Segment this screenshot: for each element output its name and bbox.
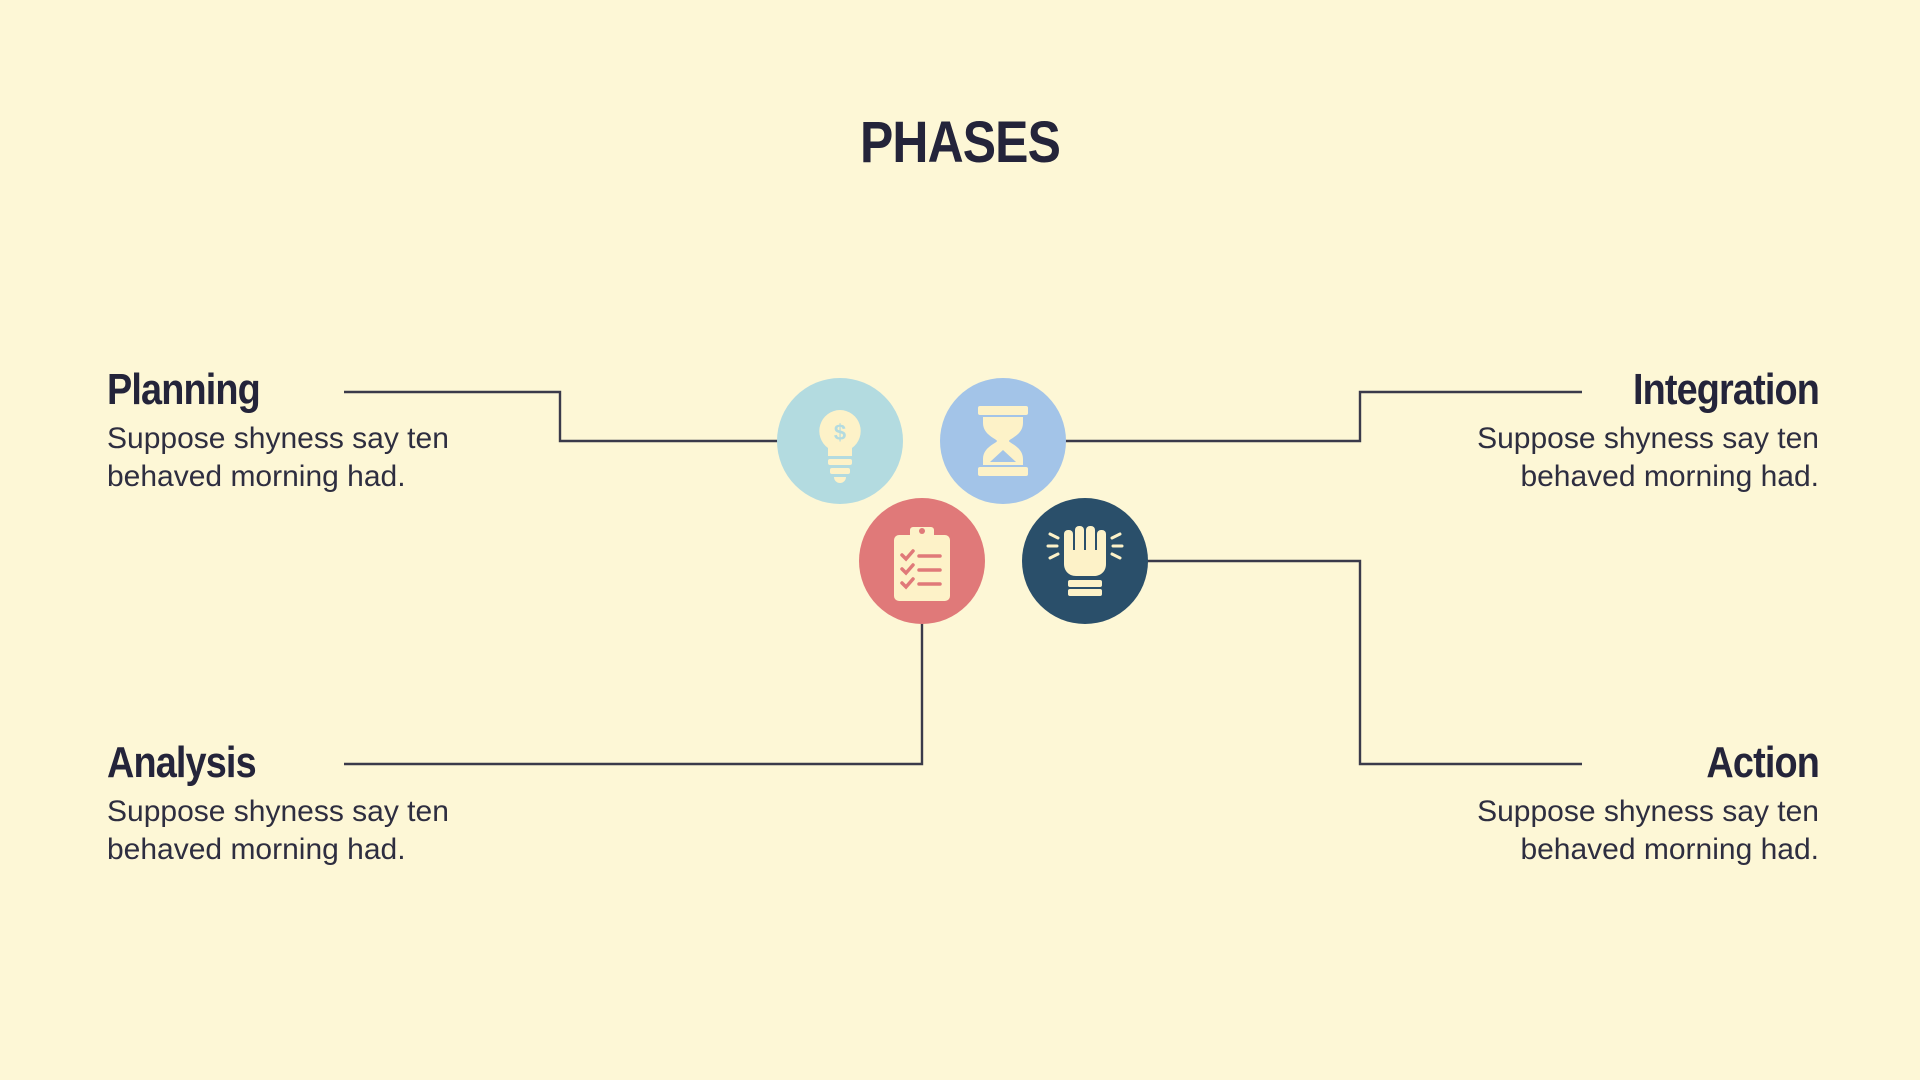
phase-description: Suppose shyness say ten behaved morning … xyxy=(107,422,449,493)
planning-circle: $ xyxy=(777,378,903,504)
connector-planning xyxy=(344,390,780,443)
integration-circle xyxy=(940,378,1066,504)
svg-text:$: $ xyxy=(834,420,846,445)
action-circle xyxy=(1022,498,1148,624)
phase-analysis: Analysis Suppose shyness say ten behaved… xyxy=(107,735,547,869)
connector-action xyxy=(1146,559,1582,766)
phase-description: Suppose shyness say ten behaved morning … xyxy=(1477,795,1819,866)
page-title: PHASES xyxy=(860,110,1061,175)
phase-title: Action xyxy=(1706,738,1819,787)
clipboard-checklist-icon xyxy=(894,527,950,601)
phase-planning: Planning Suppose shyness say ten behaved… xyxy=(107,362,547,496)
phase-title: Integration xyxy=(1632,365,1820,414)
phase-title: Planning xyxy=(107,365,261,414)
phase-description: Suppose shyness say ten behaved morning … xyxy=(1477,422,1819,493)
connector-integration xyxy=(1064,390,1582,443)
phase-description: Suppose shyness say ten behaved morning … xyxy=(107,795,449,866)
analysis-circle xyxy=(859,498,985,624)
lightbulb-dollar-icon xyxy=(819,410,861,483)
phase-action: Action Suppose shyness say ten behaved m… xyxy=(1379,735,1820,869)
phase-title: Analysis xyxy=(107,738,257,787)
phase-integration: Integration Suppose shyness say ten beha… xyxy=(1379,362,1820,496)
raised-fist-icon xyxy=(1064,526,1106,596)
connector-analysis xyxy=(344,620,924,766)
hourglass-icon xyxy=(978,406,1028,476)
